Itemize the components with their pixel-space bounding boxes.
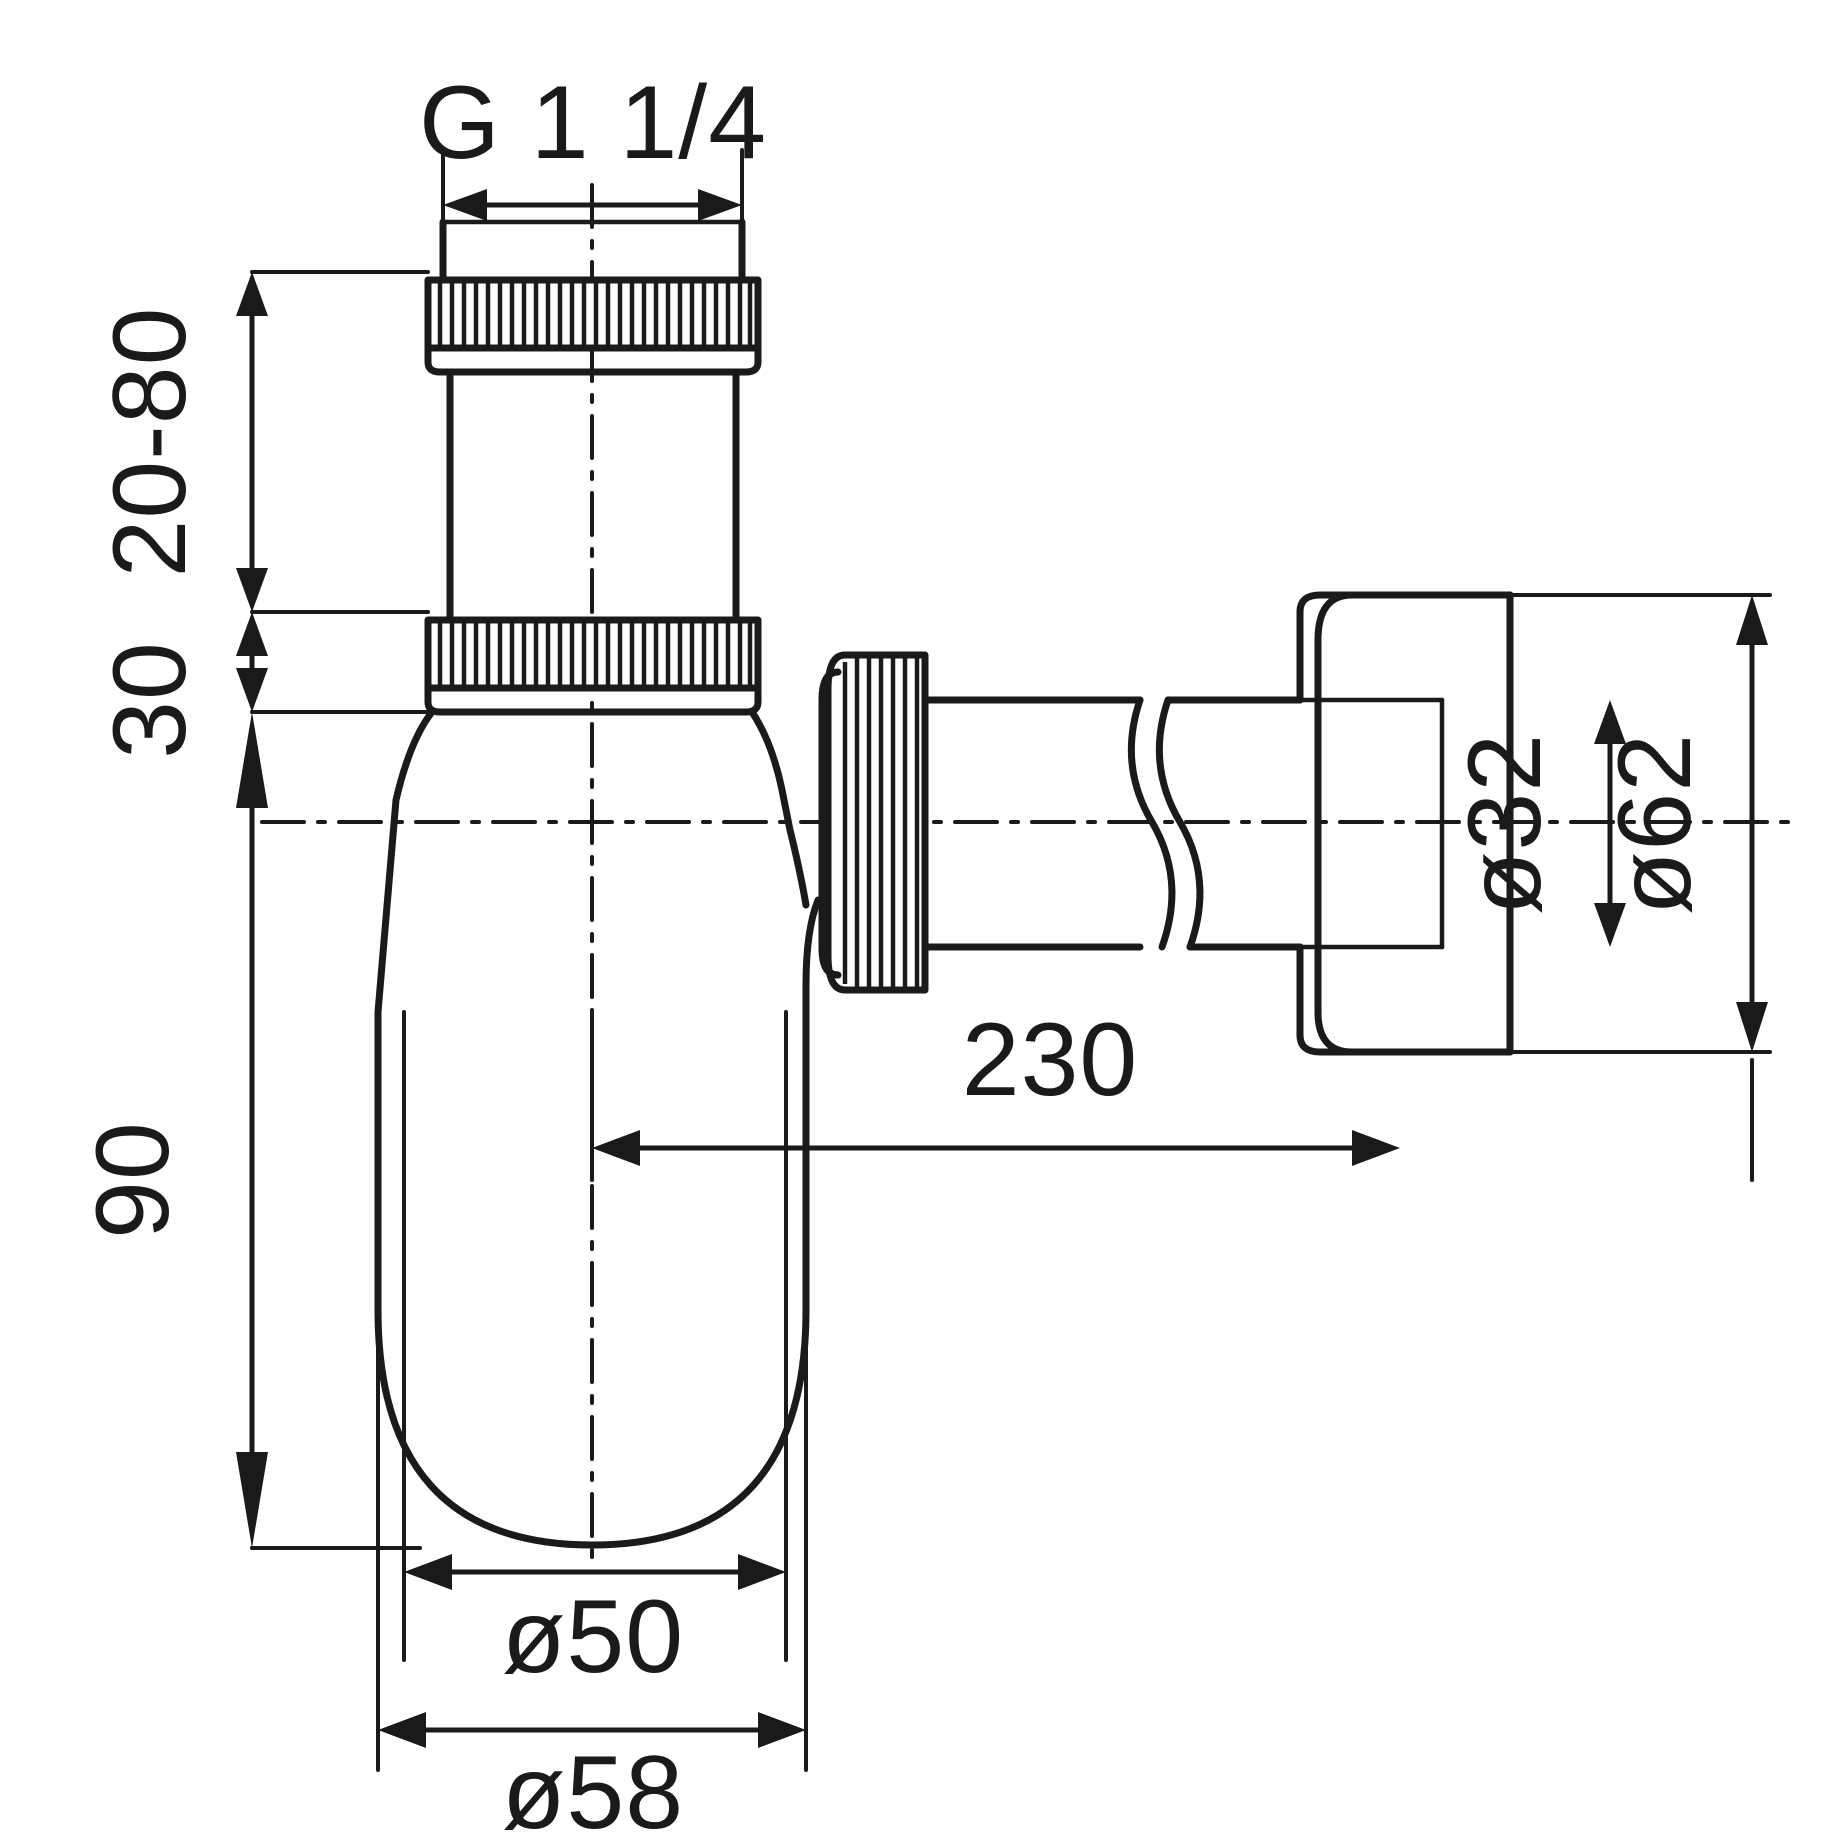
label-height-adjust: 20-80 [92, 307, 208, 578]
label-cup-outer-dia: ø58 [502, 1735, 684, 1848]
label-height-30: 30 [92, 641, 208, 759]
label-outlet-length: 230 [962, 1002, 1139, 1118]
label-cap-dia: ø62 [1597, 733, 1713, 915]
trap-cup-body [374, 708, 822, 1549]
knurl-hatch-bottom [437, 622, 753, 686]
dimension-outlet-length: 230 [590, 1002, 1754, 1182]
dimension-height-30: 30 [92, 612, 430, 759]
knurl-hatch-top [437, 282, 753, 346]
center-lines [260, 183, 1792, 1562]
dimension-cup-inner-dia: ø50 [402, 1010, 788, 1695]
knurl-hatch-outlet [842, 657, 920, 989]
label-outlet-dia: ø32 [1447, 733, 1563, 915]
dimension-height-90: 90 [75, 712, 422, 1550]
label-cup-inner-dia: ø50 [502, 1579, 684, 1695]
dimension-thread-top: G 1 1/4 [419, 65, 767, 234]
dimension-cup-outer-dia: ø58 [250, 1308, 808, 1848]
label-height-90: 90 [75, 1121, 191, 1239]
inlet-tailpiece [424, 218, 762, 716]
dimension-height-adjust: 20-80 [92, 270, 430, 614]
wall-escutcheon [1296, 591, 1514, 1056]
dimension-cap-dia: ø62 [1498, 593, 1772, 1054]
label-thread-top: G 1 1/4 [419, 65, 767, 181]
outlet-elbow-nut [818, 651, 1304, 994]
dimension-outlet-dia: ø32 [1447, 700, 1626, 947]
